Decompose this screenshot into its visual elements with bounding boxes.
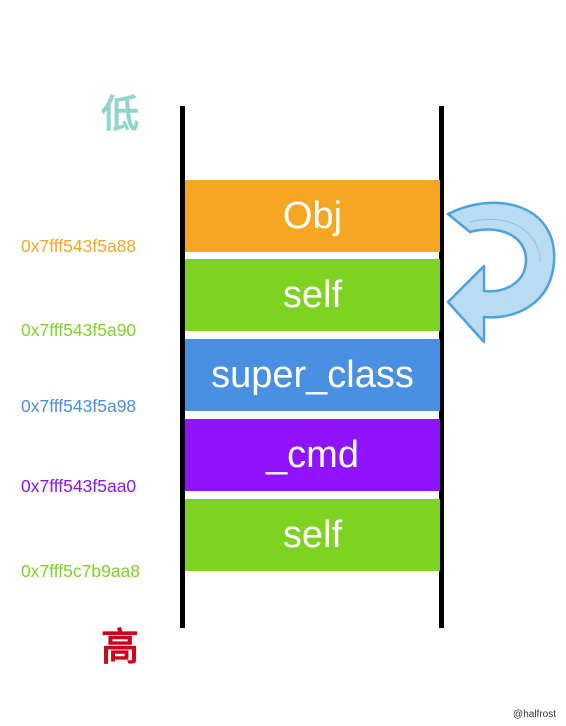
watermark: @halfrost xyxy=(513,709,556,720)
address-label: 0x7fff543f5aa0 xyxy=(21,476,137,496)
stack-cell-self-arg: self xyxy=(185,499,440,571)
stack-cell-obj: Obj xyxy=(185,180,440,252)
stack-cell-cmd: _cmd xyxy=(185,419,440,491)
address-label: 0x7fff543f5a88 xyxy=(21,236,137,256)
address-label: 0x7fff543f5a98 xyxy=(21,396,137,416)
curved-arrow-icon xyxy=(446,201,556,344)
high-address-label: 高 xyxy=(101,625,140,669)
stack-cell-self: self xyxy=(185,259,440,331)
address-label: 0x7fff543f5a90 xyxy=(21,320,137,340)
stack-cell-super-class: super_class xyxy=(185,339,440,411)
stack-left-rail xyxy=(180,106,185,628)
address-label: 0x7fff5c7b9aa8 xyxy=(21,561,141,581)
stack-right-rail xyxy=(439,106,444,628)
low-address-label: 低 xyxy=(101,92,140,136)
